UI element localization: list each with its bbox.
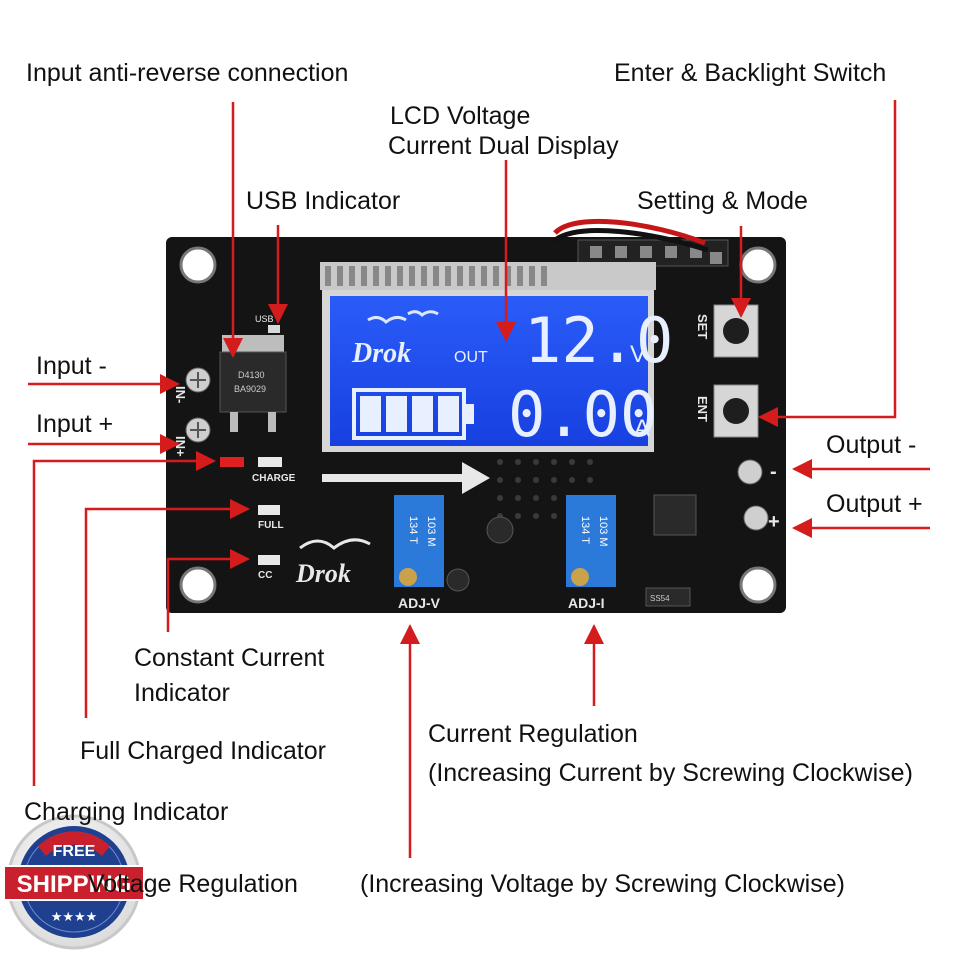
mounting-hole xyxy=(179,246,217,284)
input-terminals xyxy=(185,367,211,443)
badge-stars: ★★★★ xyxy=(51,909,98,924)
label-cc-line2: Indicator xyxy=(134,679,230,707)
mounting-hole xyxy=(739,246,777,284)
silk-usb: USB xyxy=(255,314,274,324)
silk-out-minus: - xyxy=(770,461,777,483)
ic-chip xyxy=(653,494,697,536)
label-cc-line1: Constant Current xyxy=(134,644,325,672)
leader-full xyxy=(84,499,250,718)
diode xyxy=(645,587,691,607)
pot-code-1: 134 T xyxy=(579,516,591,544)
cc-led xyxy=(258,555,280,565)
label-setting-mode: Setting & Mode xyxy=(637,187,808,215)
mounting-hole xyxy=(739,566,777,604)
label-output-plus: Output + xyxy=(826,490,923,518)
capacitor xyxy=(486,516,514,544)
chip-code-1: D4130 xyxy=(238,370,265,380)
set-button[interactable] xyxy=(713,304,759,358)
full-led xyxy=(258,505,280,515)
label-input-anti-reverse: Input anti-reverse connection xyxy=(26,59,349,87)
diode-code: SS54 xyxy=(650,594,670,603)
silk-set: SET xyxy=(695,314,710,339)
badge-free: FREE xyxy=(53,843,96,860)
output-minus-terminal xyxy=(737,459,763,485)
pot-code-2: 103 M xyxy=(597,516,609,547)
pcb-board: Drok OUT 12.0 V 0.00 A IN- IN+ xyxy=(166,218,786,613)
label-current-reg-line2: (Increasing Current by Screwing Clockwis… xyxy=(428,759,913,787)
silk-in-plus: IN+ xyxy=(173,436,188,457)
charging-led xyxy=(220,457,244,467)
label-voltage-reg-note: (Increasing Voltage by Screwing Clockwis… xyxy=(360,870,845,898)
silk-charge: CHARGE xyxy=(252,473,296,484)
battery-bar xyxy=(412,396,433,432)
header-pins xyxy=(577,239,729,267)
lcd-current-readout: 0.00 xyxy=(508,378,657,451)
badge-shipping: SHIPPING xyxy=(17,871,132,898)
lcd-brand-logo: Drok xyxy=(351,338,411,369)
lcd-display: Drok OUT 12.0 V 0.00 A xyxy=(322,290,673,452)
silk-cc: CC xyxy=(258,570,272,581)
board-bird-icon xyxy=(299,538,371,550)
label-full-charged: Full Charged Indicator xyxy=(80,737,326,765)
battery-bar xyxy=(438,396,459,432)
label-current-reg-line1: Current Regulation xyxy=(428,720,638,748)
current-potentiometer[interactable]: 134 T 103 M xyxy=(566,495,616,587)
label-charging-indicator: Charging Indicator xyxy=(24,798,229,826)
label-output-minus: Output - xyxy=(826,431,917,459)
label-lcd-line2: Current Dual Display xyxy=(388,132,619,160)
label-voltage-reg: Voltage Regulation xyxy=(88,870,298,898)
silk-adj-v: ADJ-V xyxy=(398,595,441,611)
pot-code-2: 103 M xyxy=(425,516,437,547)
label-enter-backlight: Enter & Backlight Switch xyxy=(614,59,887,87)
leader-enter xyxy=(758,100,897,427)
mounting-hole xyxy=(179,566,217,604)
voltage-potentiometer[interactable]: 134 T 103 M xyxy=(394,495,444,587)
charge-led-pad xyxy=(258,457,282,467)
silk-full: FULL xyxy=(258,520,284,531)
label-usb-indicator: USB Indicator xyxy=(246,187,401,215)
lcd-out-label: OUT xyxy=(454,349,488,366)
bird-icon xyxy=(407,310,439,317)
lcd-connector xyxy=(320,262,656,290)
usb-led xyxy=(268,325,280,333)
black-wire xyxy=(553,228,709,253)
ent-button[interactable] xyxy=(713,384,759,438)
silk-adj-i: ADJ-I xyxy=(568,595,605,611)
annotation-lines xyxy=(28,100,930,858)
bird-icon xyxy=(367,315,407,325)
silk-out-plus: + xyxy=(768,511,780,533)
adjust-screw-icon[interactable] xyxy=(399,568,417,586)
battery-bar xyxy=(360,396,381,432)
silk-in-minus: IN- xyxy=(173,386,188,403)
lcd-voltage-readout: 12.0 xyxy=(524,304,673,377)
chip-code-2: BA9029 xyxy=(234,384,266,394)
label-input-plus: Input + xyxy=(36,410,114,438)
label-input-minus: Input - xyxy=(36,352,107,380)
lcd-voltage-unit: V xyxy=(630,341,646,368)
label-lcd-line1: LCD Voltage xyxy=(390,102,531,130)
adjust-screw-icon[interactable] xyxy=(571,568,589,586)
silk-ent: ENT xyxy=(695,396,710,422)
capacitor xyxy=(446,568,470,592)
lcd-current-unit: A xyxy=(634,415,650,442)
leader-cc xyxy=(166,549,250,632)
free-shipping-badge: FREE SHIPPING ★★★★ xyxy=(3,814,145,950)
battery-icon xyxy=(352,388,474,440)
leader-charging xyxy=(32,451,216,786)
board-arrow-icon xyxy=(322,462,490,494)
pot-code-1: 134 T xyxy=(407,516,419,544)
red-wire xyxy=(553,218,706,246)
battery-bar xyxy=(386,396,407,432)
output-plus-terminal xyxy=(743,505,769,531)
board-brand-logo: Drok xyxy=(295,559,351,588)
